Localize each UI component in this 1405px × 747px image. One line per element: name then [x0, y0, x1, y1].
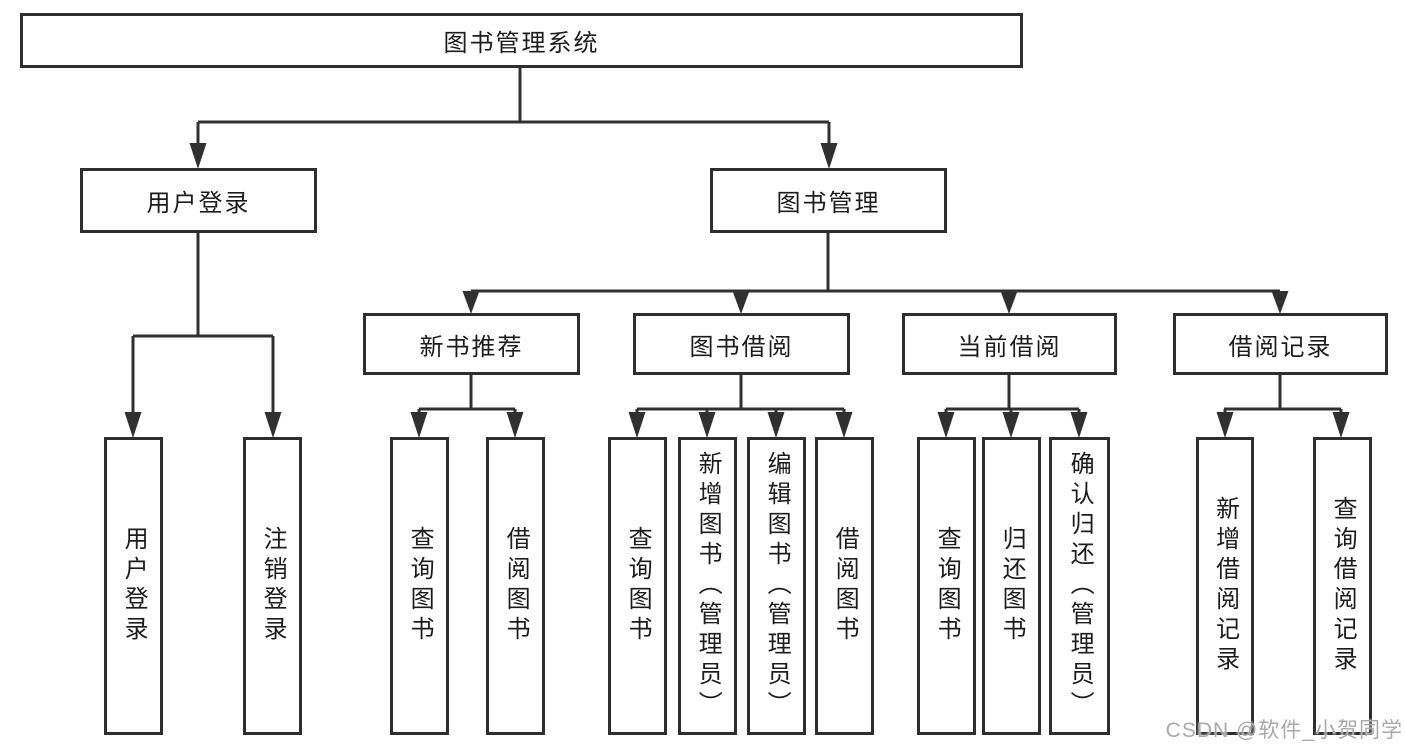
node-label: 图书借阅 [689, 333, 794, 361]
leaf-add-loan-record: 新增借阅记录 [1196, 437, 1254, 735]
leaf-confirm-return-admin: 确认归还（管理员） [1049, 437, 1110, 735]
node-label: 新增图书（管理员） [694, 451, 722, 721]
leaf-query-books-1: 查询图书 [390, 437, 449, 735]
leaf-query-books-3: 查询图书 [917, 437, 976, 735]
node-label: 用户登录 [146, 190, 251, 217]
node-label: 当前借阅 [957, 333, 1062, 361]
leaf-query-loan-record: 查询借阅记录 [1313, 437, 1372, 735]
node-label: 新增借阅记录 [1211, 496, 1239, 676]
leaf-borrow-books-1: 借阅图书 [486, 437, 545, 735]
node-book-management: 图书管理 [710, 168, 947, 233]
node-label: 借阅图书 [831, 526, 859, 646]
leaf-borrow-books-2: 借阅图书 [815, 437, 874, 735]
node-label: 借阅图书 [502, 526, 530, 646]
node-label: 查询图书 [406, 526, 434, 646]
node-label: 新书推荐 [419, 333, 524, 361]
node-label: 查询图书 [933, 526, 961, 646]
leaf-user-login: 用户登录 [104, 437, 163, 735]
node-label: 确认归还（管理员） [1066, 451, 1094, 721]
leaf-edit-books-admin: 编辑图书（管理员） [747, 437, 806, 735]
leaf-logout: 注销登录 [243, 437, 302, 735]
leaf-add-books-admin: 新增图书（管理员） [678, 437, 737, 735]
watermark: CSDN @软件_小贺同学 [1165, 719, 1403, 742]
node-label: 注销登录 [259, 526, 287, 646]
leaf-return-books: 归还图书 [982, 437, 1041, 735]
node-current-loans: 当前借阅 [902, 313, 1117, 375]
node-label: 归还图书 [998, 526, 1026, 646]
arrowheads [124, 143, 1350, 438]
node-library-system: 图书管理系统 [20, 13, 1023, 68]
node-user-login: 用户登录 [80, 168, 317, 233]
node-book-borrowing: 图书借阅 [633, 313, 850, 375]
leaf-query-books-2: 查询图书 [608, 437, 667, 735]
node-label: 图书管理 [776, 190, 881, 217]
node-label: 编辑图书（管理员） [763, 451, 791, 721]
node-label: 图书管理系统 [443, 30, 600, 57]
node-label: 查询借阅记录 [1329, 496, 1357, 676]
node-loan-records: 借阅记录 [1173, 313, 1388, 375]
node-label: 查询图书 [624, 526, 652, 646]
node-label: 用户登录 [120, 526, 148, 646]
node-new-book-recommend: 新书推荐 [363, 313, 580, 375]
node-label: 借阅记录 [1228, 333, 1333, 361]
